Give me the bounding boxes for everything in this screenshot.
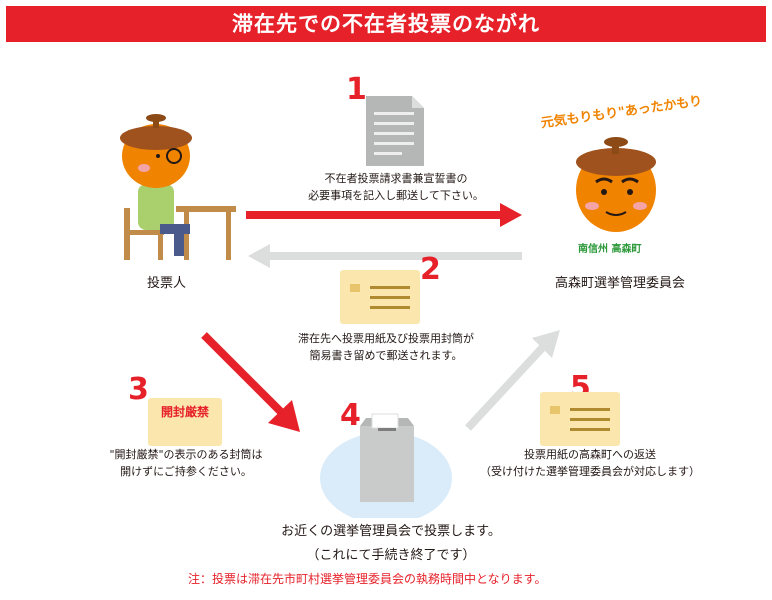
step2-text-line1: 滞在先へ投票用紙及び投票用封筒が [298, 332, 474, 345]
mascot-logo [576, 137, 656, 232]
return-envelope-icon [540, 392, 620, 446]
arrow-step2 [248, 244, 522, 268]
step2-number: 2 [420, 252, 441, 287]
arrow-step5 [465, 330, 560, 431]
step5-text-line1: 投票用紙の高森町への返送 [524, 448, 656, 461]
sealed-envelope-icon: 開封厳禁 [148, 398, 222, 446]
step1-text-line2: 必要事項を記入し郵送して下さい。 [308, 189, 484, 202]
committee-label: 高森町選挙管理委員会 [555, 276, 686, 291]
arrow-step1 [246, 203, 522, 227]
step1-number: 1 [346, 72, 367, 107]
step3-text-line2: 開けずにご持参ください。 [120, 465, 252, 478]
envelope-icon [340, 270, 420, 324]
step5-text-line2: （受け付けた選挙管理委員会が対応します） [480, 465, 700, 478]
document-icon [366, 96, 424, 166]
voter-label: 投票人 [147, 276, 187, 291]
ballot-box-icon [320, 413, 452, 518]
step4-text-line2: （これにて手続き終了です） [306, 548, 476, 563]
page-title: 滞在先での不在者投票のながれ [6, 6, 766, 42]
step1-text-line1: 不在者投票請求書兼宣誓書の [324, 172, 468, 185]
step3-number: 3 [128, 372, 149, 407]
step4-text-line1: お近くの選挙管理員会で投票します。 [281, 524, 501, 539]
sealed-envelope-label: 開封厳禁 [160, 405, 209, 419]
arrow-step3 [201, 332, 300, 432]
step3-text-line1: "開封厳禁"の表示のある封筒は [109, 448, 263, 461]
step4-number: 4 [340, 398, 361, 433]
step2-text-line2: 簡易書き留めで郵送されます。 [309, 349, 463, 362]
mascot-caption: 南信州 高森町 [578, 244, 642, 255]
footer-note: 注：投票は滞在先市町村選挙管理委員会の執務時間中となります。 [188, 572, 547, 586]
voter-character-icon [120, 114, 236, 260]
